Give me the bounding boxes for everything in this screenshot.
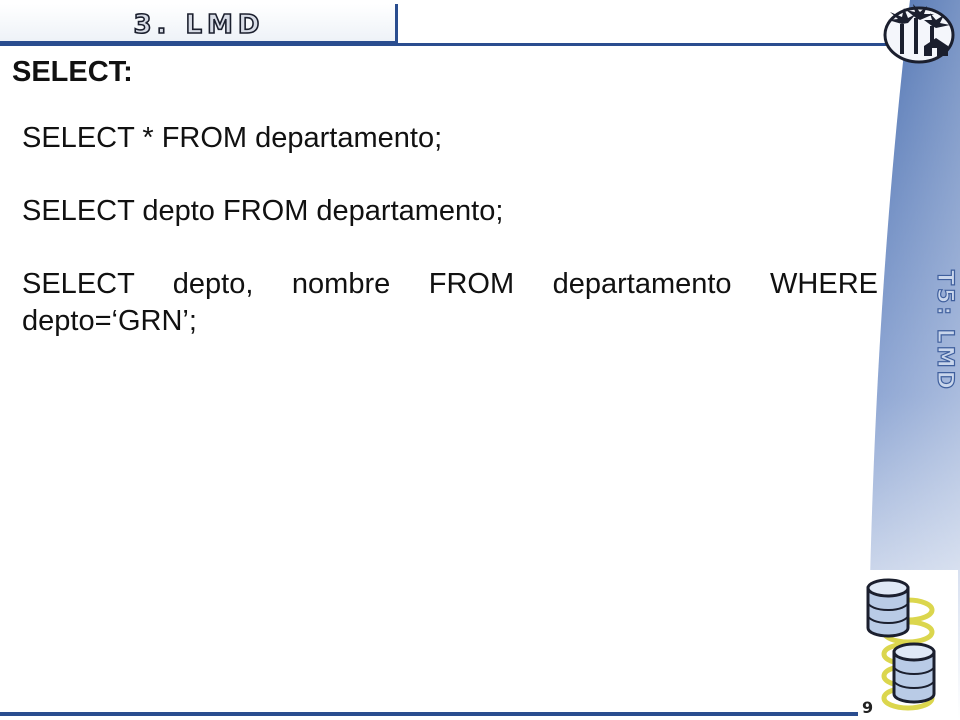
- sidebar-band: [870, 0, 960, 720]
- top-divider: [0, 43, 900, 46]
- sql-example-3: SELECT depto, nombre FROM departamento W…: [22, 268, 878, 337]
- sidebar-topic-label: T5: LMD: [931, 269, 957, 392]
- palm-trees-logo-icon: [883, 4, 955, 64]
- database-icon: [858, 570, 958, 720]
- sql-example-1: SELECT * FROM departamento;: [22, 122, 443, 154]
- header-tab: 3. LMD: [0, 4, 398, 44]
- header-title: 3. LMD: [133, 9, 265, 41]
- sql-example-2: SELECT depto FROM departamento;: [22, 195, 504, 227]
- page-number: 9: [862, 698, 874, 717]
- sql-examples: SELECT * FROM departamento; SELECT depto…: [22, 120, 878, 340]
- bottom-divider: [0, 712, 858, 716]
- section-title: SELECT:: [12, 56, 133, 88]
